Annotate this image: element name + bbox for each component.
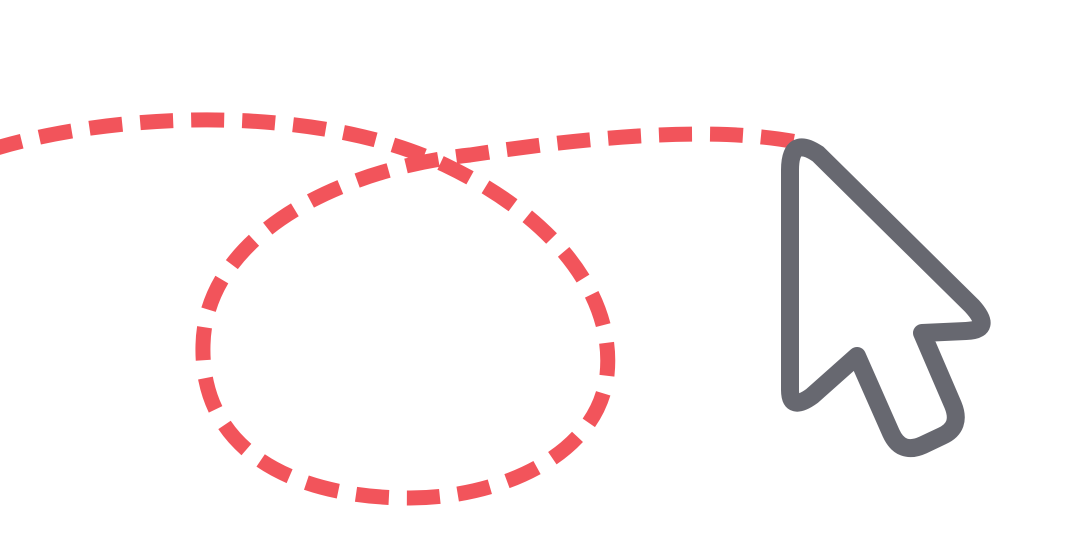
cursor-arrow-icon [781,138,991,457]
dashed-loop-path [0,112,812,506]
